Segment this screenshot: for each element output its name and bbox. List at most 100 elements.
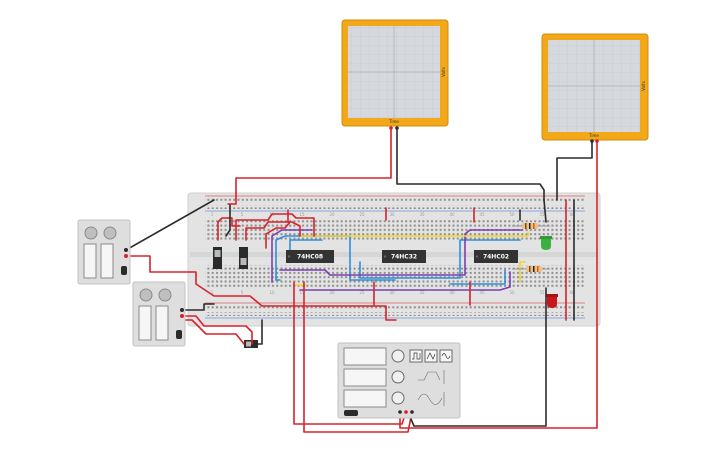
knob-icon[interactable]	[391, 391, 405, 405]
resistor-2[interactable]	[512, 266, 550, 272]
sine-wave-icon[interactable]	[439, 349, 453, 363]
wire-ps1-red	[125, 255, 397, 321]
column-number: 40	[449, 290, 455, 295]
column-number: 1	[211, 212, 214, 217]
power-switch[interactable]	[344, 410, 358, 416]
wire-fg-red-2	[303, 281, 413, 433]
waveform-diagram-1	[418, 370, 445, 384]
chip-74hc08[interactable]: 74HC08	[286, 250, 334, 263]
wire-blue-2	[289, 239, 323, 253]
power-switch[interactable]	[121, 266, 127, 275]
chip-label: 74HC02	[483, 254, 509, 261]
column-number: 55	[539, 290, 545, 295]
column-number: 60	[569, 290, 575, 295]
column-number: 30	[389, 212, 395, 217]
output-terminal-ground[interactable]	[398, 410, 402, 414]
wire-fg-black	[407, 287, 547, 427]
knob-icon[interactable]	[139, 288, 153, 302]
wire-blue-4	[449, 269, 506, 285]
power-rail-top-1[interactable]	[205, 198, 585, 202]
external-wires[interactable]	[125, 127, 598, 433]
wire-ps2-red	[181, 315, 253, 345]
scope-x-label: Time	[588, 133, 599, 138]
chip-74hc02[interactable]: 74HC02	[474, 250, 518, 263]
wire-ps2-black	[181, 303, 215, 311]
column-number: 50	[509, 290, 515, 295]
slide-switch-1[interactable]	[213, 247, 222, 269]
wire-scope2-red	[399, 140, 598, 429]
wire-blue-3	[359, 239, 521, 279]
wire-ps2-red-b	[181, 319, 245, 345]
wire-purple-1	[271, 229, 313, 283]
knob-icon[interactable]	[158, 288, 172, 302]
probe-terminal-black[interactable]	[395, 126, 399, 130]
knob-icon[interactable]	[391, 370, 405, 384]
terminal-strip-top[interactable]	[205, 219, 585, 241]
power-supply-2[interactable]	[132, 281, 186, 347]
probe-terminal-red[interactable]	[389, 126, 393, 130]
display-frequency	[343, 347, 387, 366]
wire-red-board-3	[245, 221, 301, 241]
power-rail-bottom-1[interactable]	[205, 305, 585, 309]
wire-black-board-2	[543, 199, 547, 223]
knob-icon[interactable]	[391, 349, 405, 363]
terminal-negative[interactable]	[124, 248, 128, 252]
column-number: 45	[479, 290, 485, 295]
column-number: 20	[329, 290, 335, 295]
knob-icon[interactable]	[103, 226, 117, 240]
wire-blue-1	[275, 235, 396, 281]
column-number: 5	[241, 290, 244, 295]
display-offset	[343, 389, 387, 408]
column-number: 20	[329, 212, 335, 217]
oscilloscope-1[interactable]: Time Volts	[341, 19, 449, 130]
knob-icon[interactable]	[84, 226, 98, 240]
square-wave-icon[interactable]	[409, 349, 423, 363]
wire-switch3-black	[257, 319, 263, 345]
output-terminal-positive[interactable]	[404, 410, 408, 414]
power-switch[interactable]	[176, 330, 182, 339]
power-supply-1[interactable]	[77, 219, 131, 285]
led-red[interactable]	[546, 294, 558, 308]
chip-label: 74HC32	[391, 254, 417, 261]
power-rail-top-2[interactable]	[205, 205, 585, 209]
function-generator[interactable]	[337, 342, 461, 419]
probe-terminal-black[interactable]	[590, 139, 594, 143]
display-amplitude	[343, 368, 387, 387]
terminal-positive[interactable]	[124, 254, 128, 258]
wire-black-board-1	[225, 203, 231, 237]
column-number: 35	[419, 212, 425, 217]
triangle-wave-icon[interactable]	[424, 349, 438, 363]
slide-switch-3[interactable]	[244, 340, 258, 348]
terminal-positive[interactable]	[180, 314, 184, 318]
led-green[interactable]	[540, 236, 552, 250]
column-number: 40	[449, 212, 455, 217]
wire-red-board-2	[235, 213, 315, 241]
power-rail-bottom-2[interactable]	[205, 312, 585, 316]
column-number: 15	[299, 290, 305, 295]
wire-red-board-4	[265, 221, 291, 249]
column-number: 15	[299, 212, 305, 217]
wire-scope2-black	[556, 140, 593, 201]
scope-y-label: Volts	[441, 67, 446, 77]
wire-yellow-2	[519, 261, 526, 283]
scope-y-label: Volts	[641, 81, 646, 91]
wire-ps1-black	[125, 199, 215, 251]
scope-x-label: Time	[388, 119, 399, 124]
column-number: 50	[509, 212, 515, 217]
oscilloscope-2[interactable]: Time Volts	[541, 33, 649, 143]
column-number: 30	[389, 290, 395, 295]
column-number: 25	[359, 212, 365, 217]
wire-purple-4	[299, 271, 511, 291]
column-number: 10	[269, 290, 275, 295]
resistor-1[interactable]	[512, 223, 550, 229]
probe-terminal-red[interactable]	[595, 139, 599, 143]
slide-switch-2[interactable]	[239, 247, 248, 269]
wires[interactable]	[217, 199, 575, 321]
column-number: 60	[569, 212, 575, 217]
output-terminal-negative[interactable]	[410, 410, 414, 414]
chip-74hc32[interactable]: 74HC32	[382, 250, 426, 263]
terminal-negative[interactable]	[180, 308, 184, 312]
chip-label: 74HC08	[297, 254, 323, 261]
